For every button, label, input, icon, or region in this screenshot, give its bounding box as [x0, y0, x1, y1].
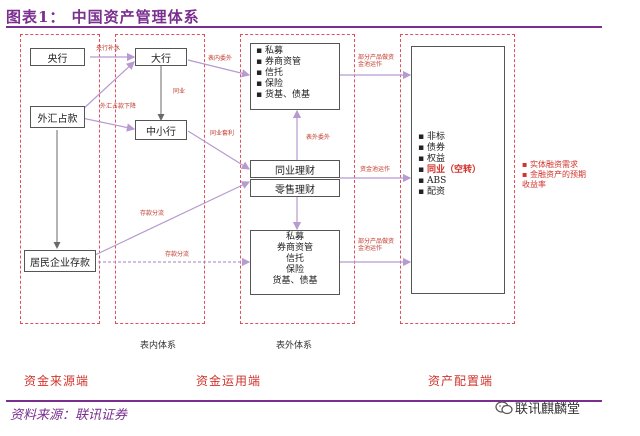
- asset-item: 非标: [426, 132, 445, 142]
- arrow-fx-to-small: [81, 117, 136, 132]
- brand-name: 联讯麒麟堂: [515, 402, 581, 417]
- arrow-small-to-wmp: [187, 130, 251, 170]
- on-balance-label: 表内体系: [140, 341, 177, 351]
- lower-institutions-list: 私募 券商资管 信托 保险 货基、债基: [250, 232, 340, 287]
- asset-item: 配资: [426, 187, 445, 197]
- upper-institutions-box: [250, 43, 340, 110]
- upper-item: 保险: [264, 79, 283, 89]
- label-fund-pool: 资金池运作: [360, 166, 391, 173]
- lower-item: 私募: [285, 232, 304, 242]
- label-liquidity-injection: 央行补水: [96, 45, 121, 52]
- upper-item: 私募: [264, 46, 283, 56]
- lower-item: 信托: [285, 254, 304, 264]
- label-deposit-diversion-1: 存款分流: [140, 210, 165, 217]
- asset-item: 权益: [426, 154, 445, 164]
- label-partial-pool-1: 部分产品做资金池运作: [358, 54, 395, 68]
- title-rule: [6, 26, 602, 28]
- upper-item: 货基、债基: [264, 90, 310, 100]
- label-partial-pool-2: 部分产品做资金池运作: [358, 238, 395, 252]
- arrow-fx-to-big: [81, 61, 135, 111]
- small-bank-node: 中小行: [135, 120, 187, 140]
- asset-item-highlight: 同业（空转）: [426, 165, 481, 175]
- right-note: 金融资产的预期收益率: [522, 170, 586, 189]
- group-funding-source: [20, 34, 100, 324]
- asset-item: 债券: [426, 143, 445, 153]
- label-interbank: 同业: [173, 88, 186, 95]
- lower-item: 保险: [285, 265, 304, 275]
- arrow-deposit-to-wmp: [94, 181, 251, 256]
- figure-title: 图表1： 中国资产管理体系: [6, 8, 200, 26]
- footer-rule: [6, 400, 602, 402]
- label-deposit-diversion-2: 存款分流: [165, 251, 190, 258]
- asset-item: ABS: [426, 176, 447, 186]
- right-notes: ▪ 实体融资需求 ▪ 金融资产的预期收益率: [522, 160, 586, 189]
- wmp-retail-node: 零售理财: [250, 179, 340, 197]
- arrow-big-to-upper: [187, 59, 251, 78]
- asset-list: ▪ 非标 ▪ 债券 ▪ 权益 ▪ 同业（空转） ▪ ABS ▪ 配资: [418, 132, 481, 197]
- resident-deposit-node: 居民企业存款: [24, 250, 96, 272]
- group-off-balance: [240, 34, 355, 324]
- wmp-interbank-node: 同业理财: [250, 160, 340, 178]
- fx-reserve-node: 外汇占款: [30, 106, 85, 128]
- allocation-end-label: 资产配置端: [428, 374, 494, 388]
- big-bank-node: 大行: [135, 48, 187, 66]
- group-on-balance: [115, 34, 205, 324]
- upper-item: 券商资管: [264, 57, 301, 67]
- label-off-outsource: 表外委外: [306, 134, 331, 141]
- upper-item: 信托: [264, 68, 283, 78]
- label-fx-reserve-down: 外汇占款下降: [100, 103, 137, 110]
- upper-institutions-list: ▪ 私募 ▪ 券商资管 ▪ 信托 ▪ 保险 ▪ 货基、债基: [256, 46, 310, 100]
- right-note: 实体融资需求: [529, 160, 578, 169]
- central-bank-node: 央行: [30, 48, 85, 66]
- wechat-icon: [495, 400, 513, 419]
- group-asset-allocation: [400, 34, 515, 324]
- label-interbank-arbitrage: 同业套利: [210, 130, 235, 137]
- source-end-label: 资金来源端: [24, 374, 90, 388]
- lower-item: 券商资管: [276, 243, 313, 253]
- lower-institutions-box: [250, 230, 340, 295]
- lower-item: 货基、债基: [272, 276, 318, 286]
- use-end-label: 资金运用端: [196, 374, 262, 388]
- asset-box: [411, 46, 505, 294]
- label-on-to-off: 表内委外: [208, 55, 233, 62]
- off-balance-label: 表外体系: [276, 341, 313, 351]
- source-note: 资料来源：联讯证券: [10, 408, 128, 423]
